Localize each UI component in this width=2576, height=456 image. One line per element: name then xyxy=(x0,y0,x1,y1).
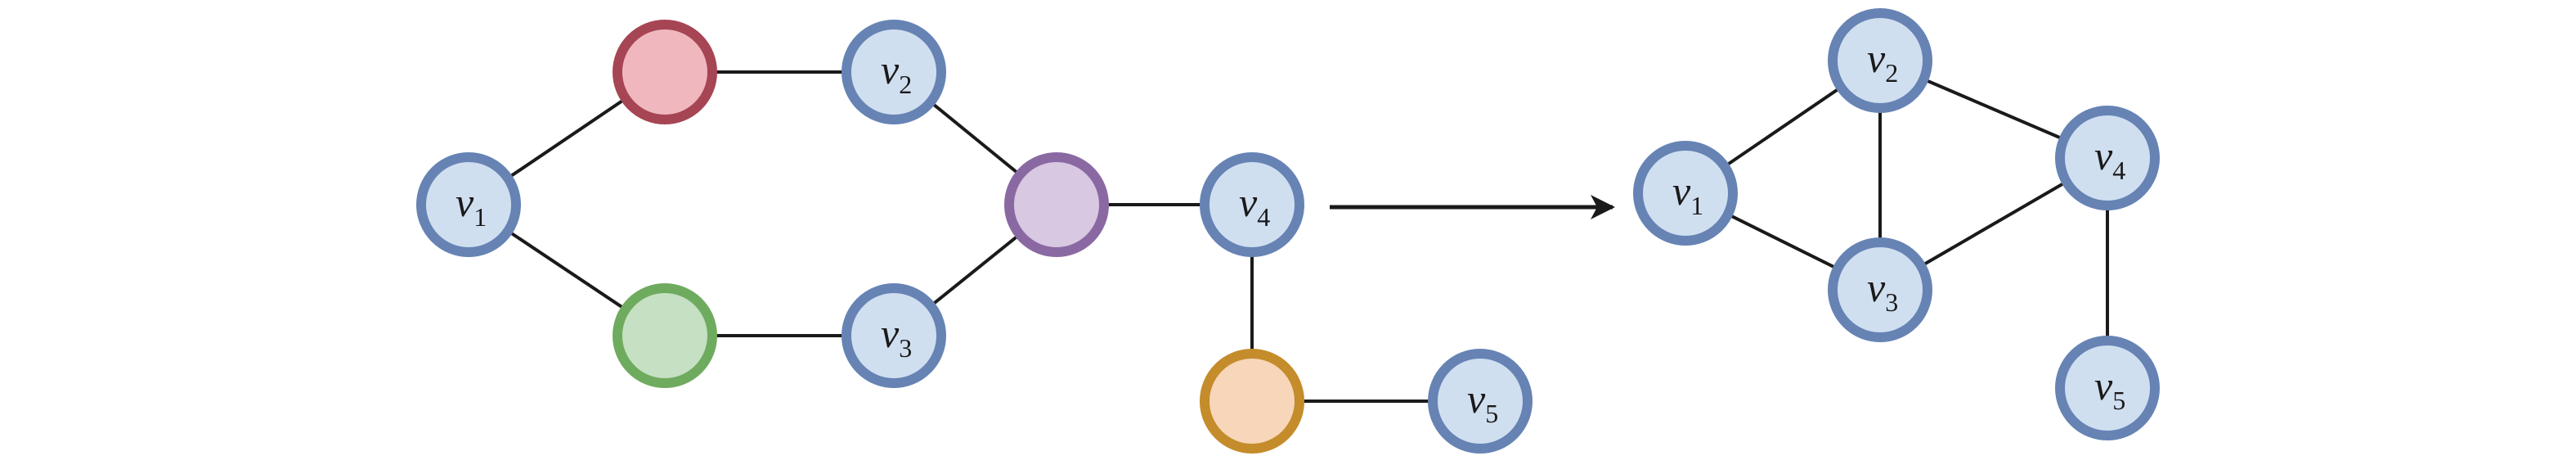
node-purple xyxy=(1004,152,1109,257)
node-circle xyxy=(416,152,521,257)
node-circle xyxy=(841,20,946,124)
node-v1: v1 xyxy=(416,152,521,257)
node-label: v2 xyxy=(1867,35,1898,88)
node-circle xyxy=(613,20,717,124)
node-circle xyxy=(841,283,946,388)
node-label: v1 xyxy=(456,179,487,232)
node-v3: v3 xyxy=(1828,237,1932,342)
node-v2: v2 xyxy=(1828,8,1932,113)
node-circle xyxy=(1828,8,1932,113)
node-v3: v3 xyxy=(841,283,946,388)
left-graph: v1 v2 v4 v3 v5 xyxy=(416,20,1533,454)
node-label: v3 xyxy=(881,310,912,363)
node-circle xyxy=(1428,349,1533,454)
node-orange xyxy=(1200,349,1304,454)
node-v1: v1 xyxy=(1633,141,1738,246)
node-circle xyxy=(1004,152,1109,257)
node-circle xyxy=(1828,237,1932,342)
node-circle xyxy=(1200,349,1304,454)
node-label: v5 xyxy=(2094,363,2125,415)
node-label: v3 xyxy=(1867,264,1898,317)
node-circle xyxy=(2055,106,2160,210)
node-label: v4 xyxy=(2094,133,2125,185)
node-v4: v4 xyxy=(1200,152,1304,257)
node-v5: v5 xyxy=(2055,336,2160,440)
node-circle xyxy=(2055,336,2160,440)
node-circle xyxy=(1200,152,1304,257)
node-v2: v2 xyxy=(841,20,946,124)
node-label: v5 xyxy=(1467,376,1498,428)
node-circle xyxy=(613,283,717,388)
node-label: v4 xyxy=(1239,179,1270,232)
node-label: v1 xyxy=(1672,168,1703,220)
right-graph: v1 v2 v3 v4 v5 xyxy=(1633,8,2160,440)
node-green xyxy=(613,283,717,388)
node-v4: v4 xyxy=(2055,106,2160,210)
node-red xyxy=(613,20,717,124)
arrow-head-icon xyxy=(1591,195,1615,219)
node-circle xyxy=(1633,141,1738,246)
node-label: v2 xyxy=(881,47,912,99)
node-v5: v5 xyxy=(1428,349,1533,454)
